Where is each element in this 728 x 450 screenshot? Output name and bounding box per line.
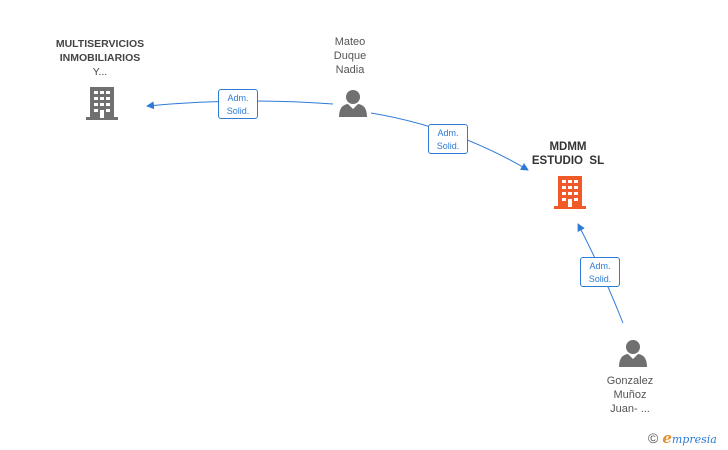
- copyright-symbol: ©: [648, 430, 659, 446]
- logo-text: mpresia: [671, 433, 717, 446]
- label-line: ESTUDIO SL: [531, 155, 605, 167]
- person-icon[interactable]: [339, 90, 367, 117]
- label-line: Duque: [333, 50, 367, 62]
- label-line: Y...: [92, 66, 108, 78]
- edge-label-gonzalez-mdmm[interactable]: Adm. Solid.: [580, 257, 620, 287]
- label-line: Juan- ...: [610, 403, 650, 415]
- person-label-mateo[interactable]: Mateo Duque Nadia: [310, 35, 390, 77]
- label-line: MDMM: [549, 141, 587, 153]
- building-icon[interactable]: [554, 176, 586, 209]
- label-line: Muñoz: [613, 389, 647, 401]
- label-line: Nadia: [335, 64, 365, 76]
- edge-label-line: Solid.: [588, 274, 612, 284]
- edge-label-line: Adm.: [589, 261, 611, 271]
- building-icon[interactable]: [86, 87, 118, 120]
- person-label-gonzalez[interactable]: Gonzalez Muñoz Juan- ...: [590, 374, 670, 416]
- company-label-mdmm[interactable]: MDMM ESTUDIO SL: [518, 140, 618, 168]
- label-line: INMOBILIARIOS: [59, 52, 141, 64]
- label-line: MULTISERVICIOS: [55, 38, 145, 50]
- empresia-logo: ©empresia: [648, 429, 717, 447]
- company-label-multiservicios[interactable]: MULTISERVICIOS INMOBILIARIOS Y...: [30, 37, 170, 79]
- edge-label-mateo-mdmm[interactable]: Adm. Solid.: [428, 124, 468, 154]
- edge-label-line: Solid.: [436, 141, 460, 151]
- label-line: Mateo: [334, 36, 366, 48]
- person-icon[interactable]: [619, 340, 647, 367]
- edge-label-mateo-multiservicios[interactable]: Adm. Solid.: [218, 89, 258, 119]
- logo-letter-e: e: [662, 429, 672, 447]
- edge-label-line: Adm.: [437, 128, 459, 138]
- edge-label-line: Adm.: [227, 93, 249, 103]
- edge-label-line: Solid.: [226, 106, 250, 116]
- label-line: Gonzalez: [606, 375, 654, 387]
